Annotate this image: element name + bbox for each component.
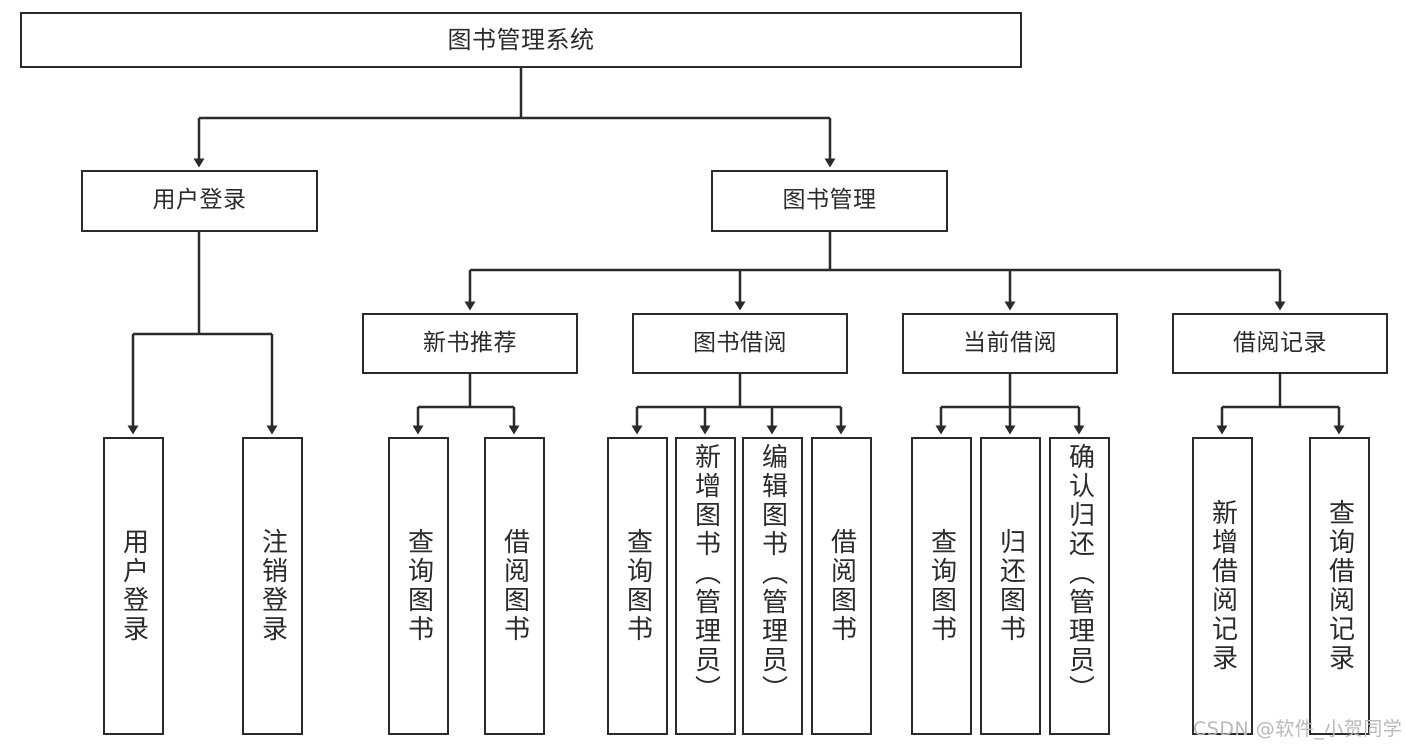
node-label: 用户登录 bbox=[118, 528, 149, 644]
node-borrow-record[interactable]: 借阅记录 bbox=[1172, 313, 1388, 374]
node-label: 图书借阅 bbox=[693, 329, 787, 356]
node-label: 新增借阅记录 bbox=[1207, 499, 1238, 673]
leaf-add-book-admin[interactable]: 新增图书（管理员） bbox=[675, 437, 736, 735]
node-label: 查询图书 bbox=[403, 528, 434, 644]
leaf-query-borrow-record[interactable]: 查询借阅记录 bbox=[1309, 437, 1370, 735]
node-label: 新书推荐 bbox=[423, 329, 517, 356]
leaf-borrow-book-new[interactable]: 借阅图书 bbox=[484, 437, 545, 735]
node-label: 借阅记录 bbox=[1233, 329, 1327, 356]
node-book-borrow[interactable]: 图书借阅 bbox=[632, 313, 848, 374]
node-label: 借阅图书 bbox=[499, 528, 530, 644]
node-current-borrow[interactable]: 当前借阅 bbox=[902, 313, 1118, 374]
leaf-query-book-current[interactable]: 查询图书 bbox=[911, 437, 972, 735]
node-book-management[interactable]: 图书管理 bbox=[711, 170, 948, 232]
leaf-confirm-return-admin[interactable]: 确认归还（管理员） bbox=[1049, 437, 1110, 735]
node-label: 用户登录 bbox=[152, 187, 247, 214]
node-label: 归还图书 bbox=[995, 528, 1026, 644]
leaf-user-login[interactable]: 用户登录 bbox=[103, 437, 164, 735]
node-label: 图书管理 bbox=[782, 187, 877, 214]
node-label: 借阅图书 bbox=[826, 528, 857, 644]
node-new-book-recommend[interactable]: 新书推荐 bbox=[362, 313, 578, 374]
node-label: 查询借阅记录 bbox=[1324, 499, 1355, 673]
watermark-text: CSDN @软件_小贺同学 bbox=[1193, 718, 1403, 740]
node-label: 编辑图书（管理员） bbox=[757, 443, 788, 704]
leaf-logout[interactable]: 注销登录 bbox=[242, 437, 303, 735]
leaf-borrow-book[interactable]: 借阅图书 bbox=[811, 437, 872, 735]
node-root-system[interactable]: 图书管理系统 bbox=[20, 12, 1022, 68]
node-label: 图书管理系统 bbox=[447, 25, 595, 54]
node-label: 注销登录 bbox=[257, 528, 288, 644]
leaf-query-book-new[interactable]: 查询图书 bbox=[388, 437, 449, 735]
leaf-edit-book-admin[interactable]: 编辑图书（管理员） bbox=[742, 437, 803, 735]
node-label: 新增图书（管理员） bbox=[690, 443, 721, 704]
node-label: 查询图书 bbox=[622, 528, 653, 644]
leaf-add-borrow-record[interactable]: 新增借阅记录 bbox=[1192, 437, 1253, 735]
node-user-login[interactable]: 用户登录 bbox=[81, 170, 318, 232]
node-label: 当前借阅 bbox=[963, 329, 1057, 356]
node-label: 查询图书 bbox=[926, 528, 957, 644]
leaf-return-book[interactable]: 归还图书 bbox=[980, 437, 1041, 735]
node-label: 确认归还（管理员） bbox=[1064, 443, 1095, 704]
leaf-query-book-borrow[interactable]: 查询图书 bbox=[607, 437, 668, 735]
